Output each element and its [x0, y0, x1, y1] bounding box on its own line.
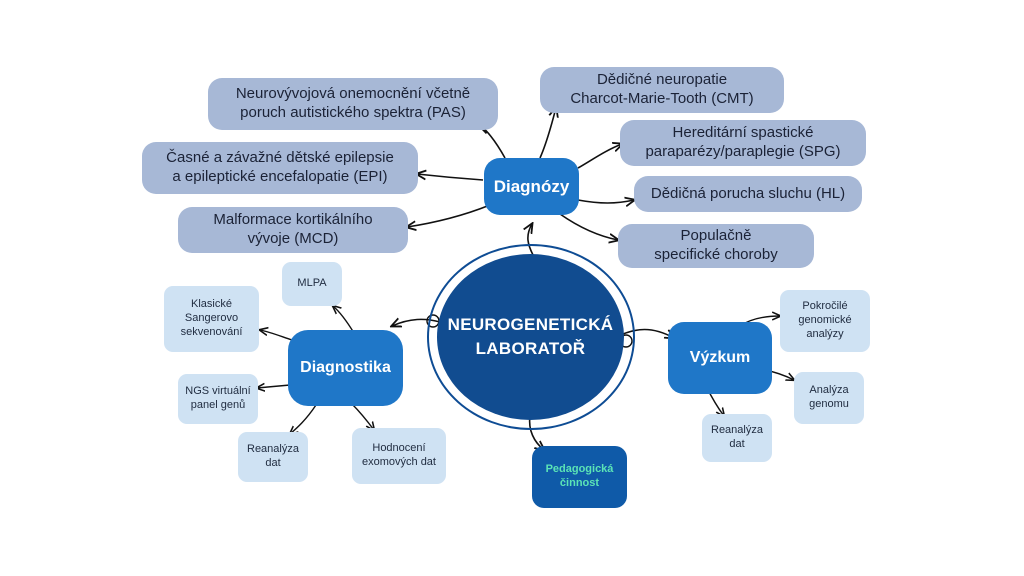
hub-ring: [427, 244, 635, 430]
link-diagnozy-spg: [577, 144, 622, 169]
link-diagnozy-mcd: [407, 204, 491, 227]
leaf-ngs: NGS virtuální panel genů: [178, 374, 258, 424]
hub-neurogeneticka-laborator: NEUROGENETICKÁ LABORATOŘ: [437, 254, 624, 420]
leaf-cmt: Dědičné neuropatie Charcot-Marie-Tooth (…: [540, 67, 784, 113]
leaf-reanalyza-diagnostika: Reanalýza dat: [238, 432, 308, 482]
leaf-hl: Dědičná porucha sluchu (HL): [634, 176, 862, 212]
link-diagnostika-mlpa: [333, 306, 355, 334]
leaf-epi: Časné a závažné dětské epilepsie a epile…: [142, 142, 418, 194]
leaf-exom: Hodnocení exomových dat: [352, 428, 446, 484]
link-diagnozy-hl: [577, 200, 634, 203]
leaf-spg: Hereditární spastické paraparézy/paraple…: [620, 120, 866, 166]
branch-diagnostika: Diagnostika: [288, 330, 403, 406]
branch-diagnozy: Diagnózy: [484, 158, 579, 215]
leaf-pokrocile: Pokročilé genomické analýzy: [780, 290, 870, 352]
leaf-populacne: Populačně specifické choroby: [618, 224, 814, 268]
leaf-pas: Neurovývojová onemocnění včetně poruch a…: [208, 78, 498, 130]
leaf-mlpa: MLPA: [282, 262, 342, 306]
link-diagnozy-cmt: [539, 108, 556, 159]
link-diagnostika-exom: [351, 403, 374, 430]
branch-vyzkum: Výzkum: [668, 322, 772, 394]
link-diagnostika-reanalyza: [290, 404, 317, 434]
branch-pedagogicka-cinnost: Pedagogická činnost: [532, 446, 627, 508]
leaf-sanger: Klasické Sangerovo sekvenování: [164, 286, 259, 352]
leaf-reanalyza-vyzkum: Reanalýza dat: [702, 414, 772, 462]
link-diagnozy-epi: [417, 174, 484, 181]
link-diagnozy-populacne: [559, 213, 618, 240]
link-diagnostika-ngs: [257, 385, 291, 388]
leaf-mcd: Malformace kortikálního vývoje (MCD): [178, 207, 408, 253]
leaf-analyza-genomu: Analýza genomu: [794, 372, 864, 424]
link-diagnozy-pas: [480, 126, 506, 159]
link-diagnostika-sanger: [260, 330, 293, 341]
